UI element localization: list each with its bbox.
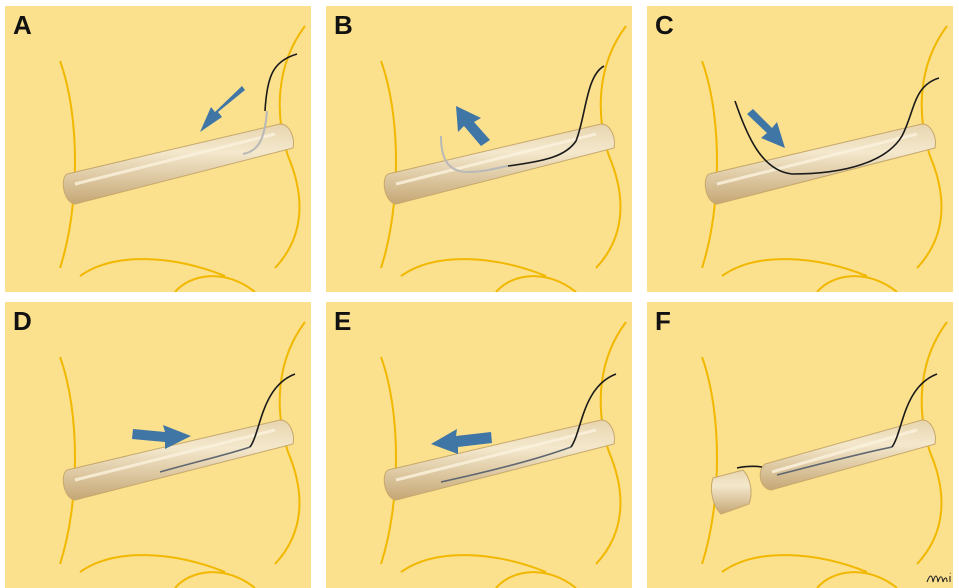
panel-e: E (326, 302, 632, 588)
illustration-a (5, 6, 311, 292)
panel-d: D (5, 302, 311, 588)
vessel-stump (711, 470, 751, 514)
panel-label-a: A (13, 10, 32, 41)
panel-a: A (5, 6, 311, 292)
blood-vessel (760, 420, 935, 490)
illustration-b (326, 6, 632, 292)
illustration-c (647, 6, 953, 292)
blood-vessel (705, 124, 935, 204)
arrow-b (456, 106, 490, 146)
artist-signature (925, 570, 955, 586)
panel-label-e: E (334, 306, 351, 337)
panel-label-b: B (334, 10, 353, 41)
illustration-d (5, 302, 311, 588)
blood-vessel (384, 124, 614, 204)
panel-label-c: C (655, 10, 674, 41)
blood-vessel (63, 124, 293, 204)
panel-f: F (647, 302, 953, 588)
illustration-e (326, 302, 632, 588)
panel-label-f: F (655, 306, 671, 337)
panel-b: B (326, 6, 632, 292)
illustration-f (647, 302, 953, 588)
arrow-a (200, 86, 245, 132)
blood-vessel (384, 420, 614, 500)
panel-label-d: D (13, 306, 32, 337)
panel-c: C (647, 6, 953, 292)
suture-dark-tail (737, 466, 762, 468)
